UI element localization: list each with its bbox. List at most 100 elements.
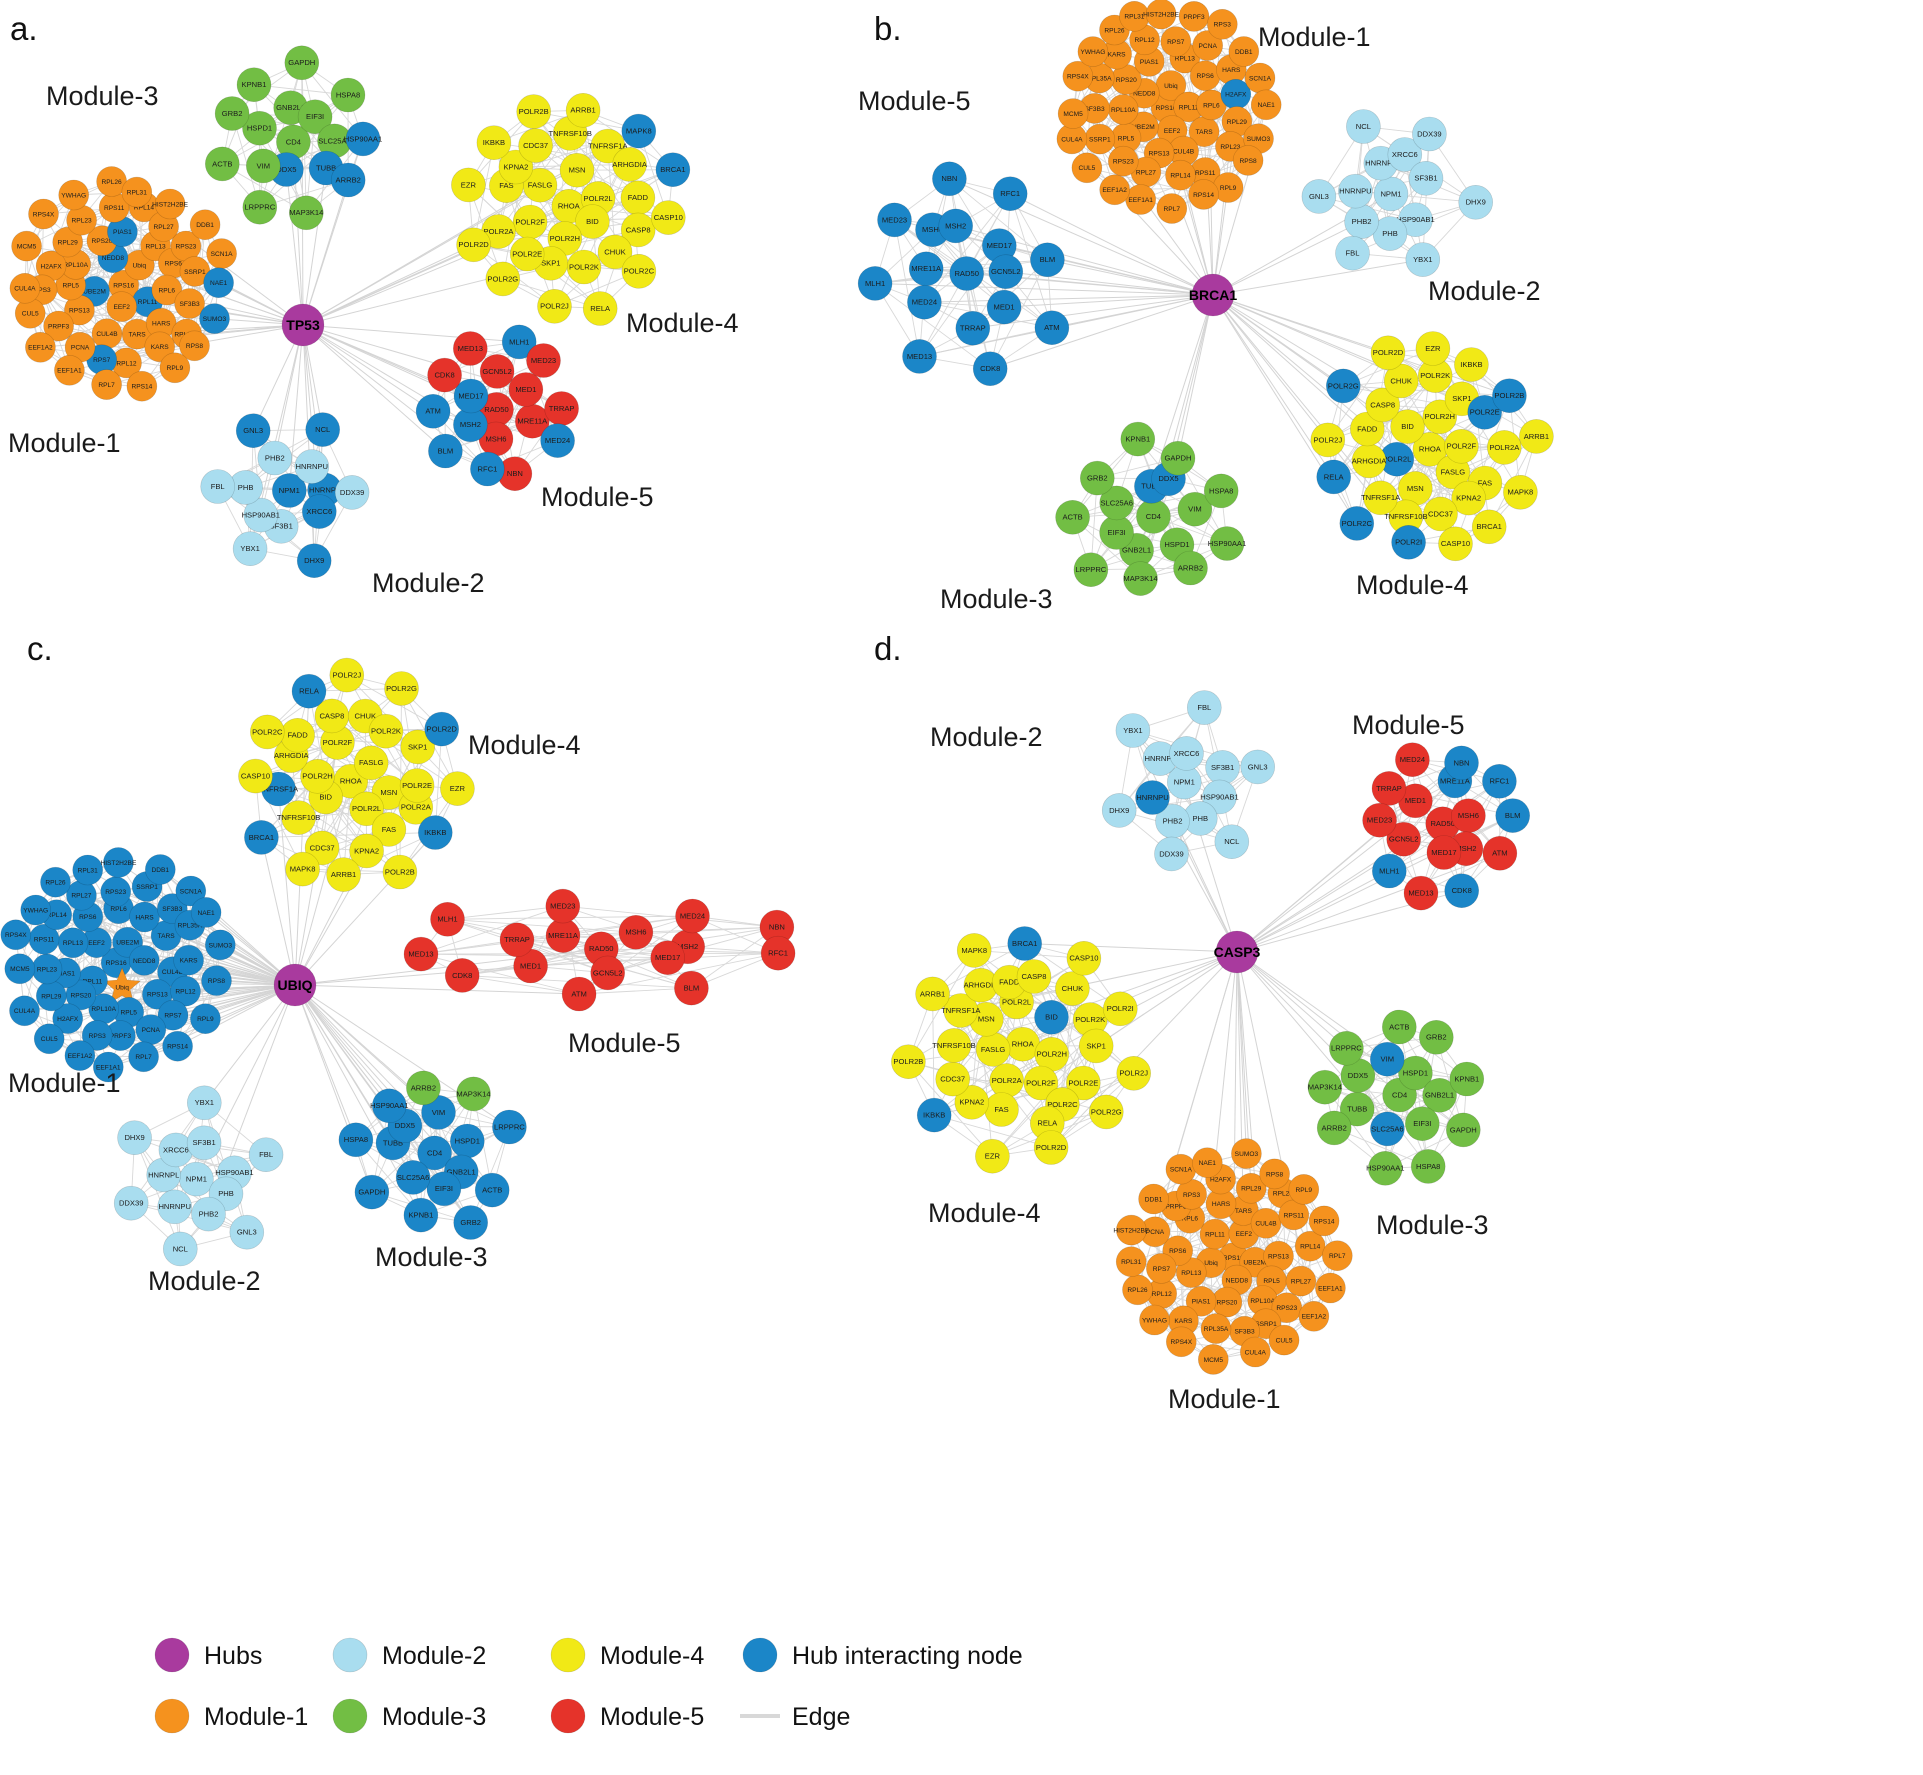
gene-node	[403, 1197, 439, 1233]
gene-node	[100, 876, 131, 908]
gene-node-star	[103, 967, 141, 1003]
panel-letter: b.	[874, 10, 902, 47]
gene-node	[1023, 1065, 1059, 1101]
gene-node	[242, 189, 278, 225]
gene-node	[1034, 999, 1069, 1035]
gene-node	[33, 1023, 65, 1055]
gene-node	[1268, 1324, 1300, 1356]
edge	[447, 905, 563, 920]
legend-label: Hub interacting node	[792, 1642, 1023, 1670]
gene-node	[1244, 62, 1276, 94]
gene-node	[1487, 430, 1522, 465]
gene-node	[1235, 1173, 1267, 1204]
gene-node	[1471, 509, 1507, 545]
gene-node	[1185, 1286, 1217, 1317]
gene-node	[329, 657, 365, 693]
gene-node	[417, 815, 453, 850]
gene-node	[1371, 771, 1407, 806]
edge	[1327, 352, 1389, 441]
edge	[131, 1202, 247, 1233]
gene-node	[954, 1085, 990, 1120]
edge	[874, 283, 991, 370]
gene-node	[1211, 1286, 1243, 1318]
gene-node	[620, 212, 656, 248]
gene-node	[1188, 179, 1219, 210]
gene-node	[1307, 1069, 1343, 1105]
hub-edge	[294, 984, 373, 1193]
gene-node	[1205, 750, 1240, 785]
hub-edge	[1212, 294, 1490, 528]
gene-node	[956, 933, 992, 968]
gene-node	[655, 152, 691, 187]
hub-edge	[288, 324, 304, 491]
gene-node	[456, 1076, 491, 1112]
gene-node	[199, 303, 230, 334]
hub-label: BRCA1	[1189, 287, 1237, 303]
hub-edge	[990, 294, 1214, 370]
edge	[1016, 1001, 1121, 1010]
gene-node	[91, 318, 123, 350]
gene-node	[1189, 60, 1221, 91]
gene-node	[1495, 798, 1530, 833]
gene-node	[135, 1014, 167, 1045]
gene-node	[612, 147, 647, 182]
gene-node	[1062, 60, 1094, 92]
gene-node	[424, 711, 460, 747]
gene-node	[1209, 526, 1245, 561]
gene-node	[58, 179, 89, 211]
gene-node	[470, 451, 505, 487]
edge	[447, 918, 636, 933]
gene-node	[540, 423, 575, 458]
gene-node	[106, 291, 137, 322]
hub-edge	[949, 178, 1214, 296]
gene-node	[81, 1020, 113, 1051]
gene-node	[189, 209, 221, 240]
gene-node	[1373, 176, 1409, 212]
gene-node	[582, 291, 618, 326]
gene-node	[113, 1185, 149, 1221]
hub-edge	[1095, 951, 1238, 1047]
gene-node	[66, 879, 97, 911]
gene-node	[1315, 1272, 1346, 1304]
gene-node	[908, 251, 944, 287]
gene-node	[1120, 421, 1156, 457]
gene-node	[0, 919, 32, 951]
gene-node	[300, 758, 335, 794]
legend-swatch-module-1	[154, 1698, 190, 1734]
gene-node	[955, 310, 991, 346]
gene-node	[1412, 116, 1447, 152]
legend-label: Module-5	[600, 1703, 704, 1731]
gene-node	[35, 980, 67, 1012]
gene-node	[453, 1205, 489, 1240]
gene-node	[1207, 8, 1238, 40]
gene-node	[1165, 1153, 1197, 1185]
hub-edge	[302, 179, 349, 326]
gene-node	[935, 1061, 971, 1097]
gene-node	[406, 1070, 441, 1106]
gene-node	[145, 854, 176, 885]
hub-edge	[1236, 870, 1390, 953]
gene-node	[1119, 0, 1150, 32]
gene-node	[179, 330, 210, 362]
gene-node	[501, 324, 537, 360]
gene-node	[518, 128, 553, 163]
edge	[1061, 988, 1073, 1105]
gene-node	[403, 936, 439, 972]
gene-node	[456, 227, 491, 263]
gene-node	[1329, 1031, 1364, 1066]
gene-node	[200, 469, 235, 504]
gene-node	[1316, 1110, 1352, 1146]
legend-label: Hubs	[204, 1642, 262, 1670]
gene-node	[1316, 459, 1351, 495]
edge	[163, 1154, 267, 1176]
gene-node	[453, 378, 489, 414]
gene-node	[57, 927, 89, 959]
gene-node	[949, 256, 985, 291]
gene-node	[1033, 1130, 1069, 1165]
gene-node	[545, 918, 581, 953]
gene-node	[229, 1214, 265, 1250]
gene-node	[1395, 742, 1430, 778]
gene-node	[1362, 802, 1397, 838]
